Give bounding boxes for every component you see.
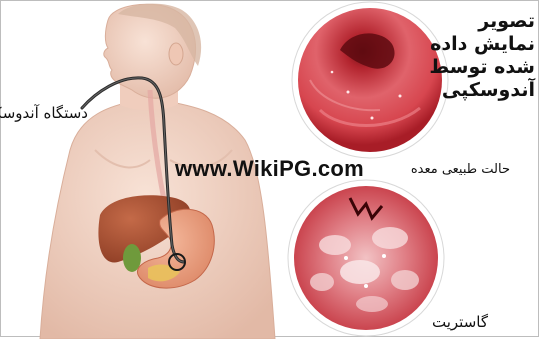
endoscopy-view-gastritis-icon [288,180,444,336]
endoscopy-view-normal-icon [292,2,448,158]
caption-line-2: نمایش داده [429,33,535,56]
caption-line-3: شده توسط [429,56,535,79]
caption-line-4: آندوسکپی [429,79,535,102]
caption: تصویر نمایش داده شده توسط آندوسکپی [429,10,535,102]
watermark: www.WikiPG.com [175,156,364,182]
gastritis-label: گاستریت [432,313,488,331]
caption-line-1: تصویر [429,10,535,33]
normal-stomach-label: حالت طبیعی معده [434,162,510,177]
device-label: دستگاه آندوسکپی [6,104,88,123]
